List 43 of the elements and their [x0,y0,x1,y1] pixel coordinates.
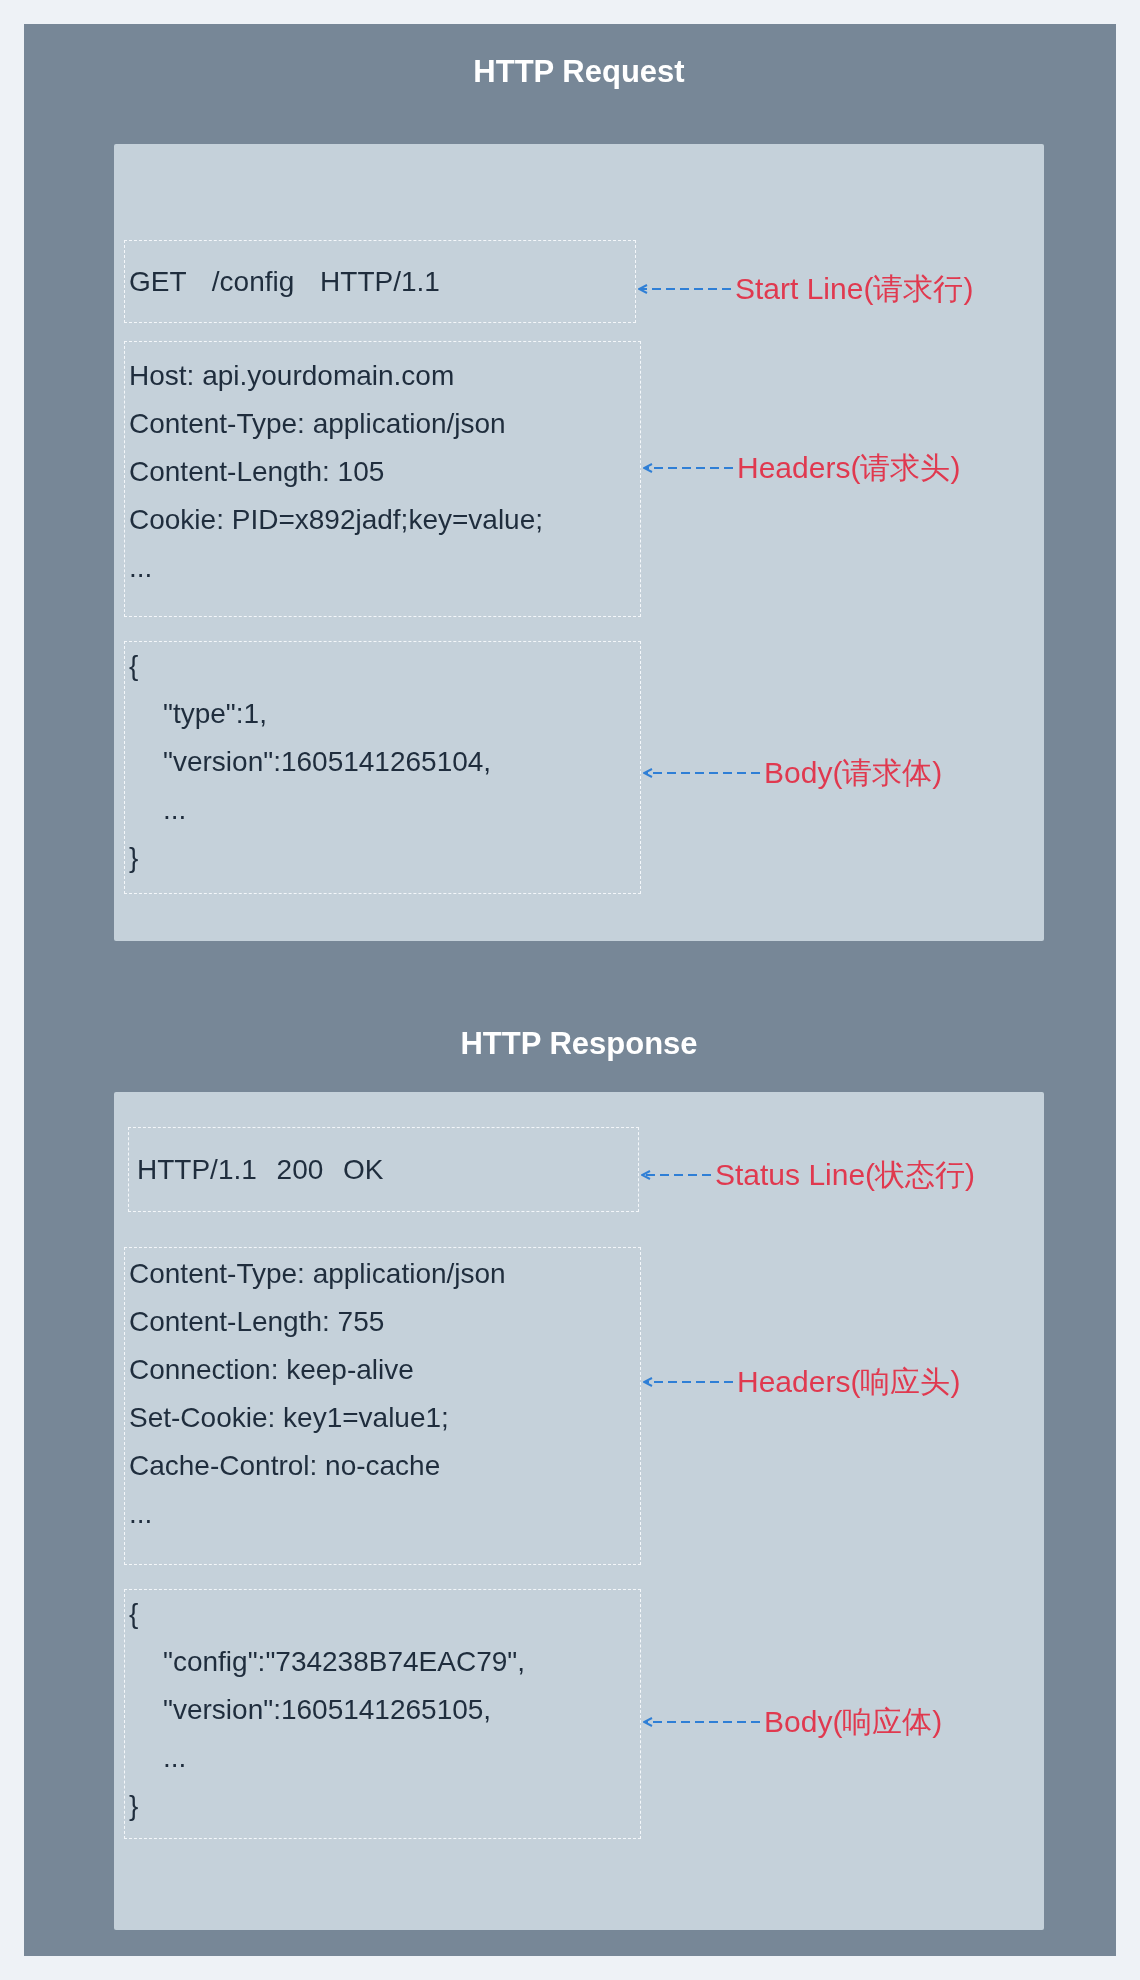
panel-title: HTTP Request [473,53,685,91]
code-line: ... [129,1497,153,1531]
dashed-box [124,341,641,617]
code-line: Cache-Control: no-cache [129,1449,441,1483]
code-line: } [129,841,139,875]
dashed-box [124,240,636,323]
arrow [643,1377,734,1387]
dashed-box [124,641,641,894]
callout-label: Body(请求体) [764,754,943,792]
arrow [643,768,761,778]
code-line: "config":"734238B74EAC79", [163,1645,525,1679]
code-line: Host: api.yourdomain.com [129,359,455,393]
code-line: Content-Length: 755 [129,1305,385,1339]
code-line: Cookie: PID=x892jadf;key=value; [129,503,544,537]
dashed-box [128,1127,639,1212]
arrow [643,463,734,473]
code-line: Content-Type: application/json [129,1257,506,1291]
callout-label: Status Line(状态行) [715,1156,976,1194]
code-line: { [129,649,139,683]
code-line: { [129,1597,139,1631]
code-line: Connection: keep-alive [129,1353,414,1387]
code-line: ... [129,551,153,585]
dashed-box [124,1247,641,1565]
code-line: ... [163,793,187,827]
code-line: Set-Cookie: key1=value1; [129,1401,449,1435]
code-line: "type":1, [163,697,267,731]
callout-label: Body(响应体) [764,1703,943,1741]
code-line: ... [163,1741,187,1775]
dashed-box [124,1589,641,1839]
panel-title: HTTP Response [460,1025,698,1063]
code-line: "version":1605141265105, [163,1693,492,1727]
code-line: "version":1605141265104, [163,745,492,779]
callout-label: Headers(响应头) [737,1363,961,1401]
arrow [638,284,732,294]
code-line: Content-Type: application/json [129,407,506,441]
arrow [641,1170,712,1180]
callout-label: Headers(请求头) [737,449,961,487]
arrow [643,1717,761,1727]
code-line: } [129,1789,139,1823]
code-line: GET /config HTTP/1.1 [129,264,440,299]
code-line: HTTP/1.1 200 OK [137,1152,384,1187]
callout-label: Start Line(请求行) [735,270,974,308]
code-line: Content-Length: 105 [129,455,385,489]
